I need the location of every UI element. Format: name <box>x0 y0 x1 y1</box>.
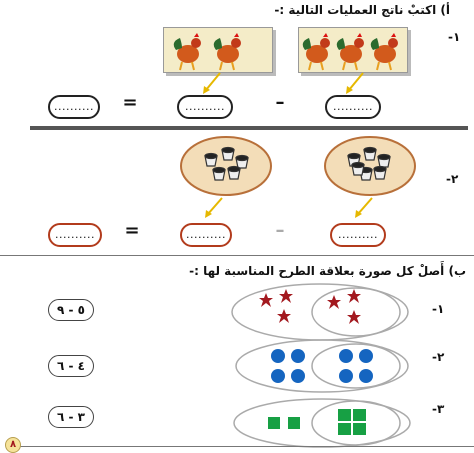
q2-equals-sign: = <box>124 220 140 241</box>
expression-option-2[interactable]: ٤ - ٦ <box>48 355 94 377</box>
expression-option-1[interactable]: ٥ - ٩ <box>48 299 94 321</box>
q1-equals-sign: = <box>122 92 138 113</box>
q1-minus-sign: – <box>275 92 285 113</box>
question-1-number: ١- <box>448 30 461 44</box>
part-a-heading: أ) اكتبْ ناتج العمليات التالية :- <box>274 3 450 17</box>
q2-minus-sign: – <box>275 220 285 241</box>
part-b-item-2-number: ٢- <box>432 350 445 364</box>
section-divider-1 <box>30 126 468 130</box>
footer-line <box>14 446 474 447</box>
q1-result-blank[interactable]: .......... <box>177 95 233 119</box>
q2-answer-blank[interactable]: .......... <box>48 223 102 247</box>
roosters-right-image <box>302 33 398 71</box>
q1-operand-blank[interactable]: .......... <box>325 95 381 119</box>
page-number-badge: ٨ <box>5 437 21 453</box>
circles-group <box>235 339 409 393</box>
page-number: ٨ <box>9 439 17 450</box>
question-2-number: ٢- <box>446 172 459 186</box>
q1-answer-blank[interactable]: .......... <box>48 95 100 119</box>
part-b-item-3-number: ٣- <box>432 402 445 416</box>
section-divider-2 <box>0 255 474 256</box>
q2-result-blank[interactable]: .......... <box>180 223 232 247</box>
q2-operand-blank[interactable]: .......... <box>330 223 386 247</box>
roosters-box-left <box>163 27 273 73</box>
roosters-left-image <box>173 33 241 71</box>
expression-option-3[interactable]: ٣ - ٦ <box>48 406 94 428</box>
roosters-box-right <box>298 27 408 73</box>
stars-group <box>231 283 409 341</box>
part-b-heading: ب) أَصلْ كل صورة بعلاقة الطرح المناسبة ل… <box>189 264 466 278</box>
squares-group <box>233 398 411 448</box>
part-b-item-1-number: ١- <box>432 302 445 316</box>
